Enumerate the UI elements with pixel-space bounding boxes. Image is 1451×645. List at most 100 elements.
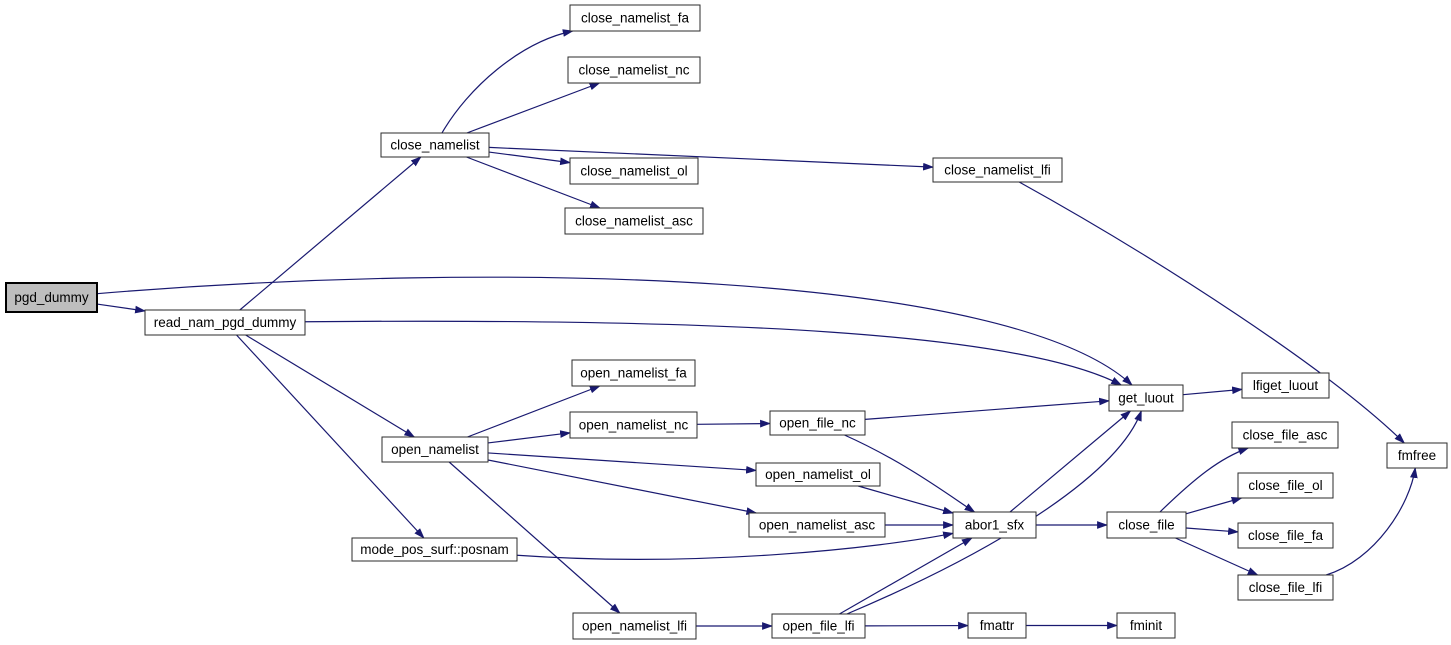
node-close_file_lfi[interactable]: close_file_lfi	[1237, 574, 1334, 601]
edge-open_namelist-to-open_namelist_nc	[487, 430, 572, 444]
node-box-close_namelist[interactable]	[380, 132, 490, 158]
edge-open_namelist_ol-to-abor1_sfx	[858, 485, 955, 515]
edge-pgd_dummy-to-read_nam_pgd_dummy	[96, 303, 147, 314]
node-open_file_nc[interactable]: open_file_nc	[769, 410, 866, 436]
node-label-fmfree: fmfree	[1398, 448, 1436, 463]
edge-abor1_sfx-to-get_luout	[1009, 410, 1132, 513]
node-label-close_namelist: close_namelist	[390, 138, 480, 153]
node-box-close_namelist_nc[interactable]	[567, 56, 701, 84]
node-label-close_file: close_file	[1118, 518, 1174, 533]
node-box-lfiget_luout[interactable]	[1241, 372, 1330, 399]
edge-open_namelist-to-open_namelist_fa	[467, 385, 601, 438]
node-box-close_file_ol[interactable]	[1237, 472, 1334, 499]
node-close_namelist_nc[interactable]: close_namelist_nc	[567, 56, 701, 84]
edge-pgd_dummy-to-get_luout	[96, 276, 1133, 386]
edge-open_namelist-to-open_namelist_ol	[487, 452, 758, 474]
node-box-fmattr[interactable]	[967, 612, 1027, 639]
edge-mode_pos_surf_posnam-to-abor1_sfx	[516, 531, 955, 560]
node-box-open_file_nc[interactable]	[769, 410, 866, 436]
node-close_file_asc[interactable]: close_file_asc	[1231, 421, 1339, 449]
node-close_file_fa[interactable]: close_file_fa	[1237, 522, 1334, 549]
node-close_namelist[interactable]: close_namelist	[380, 132, 490, 158]
node-pgd_dummy[interactable]: pgd_dummy	[5, 282, 98, 313]
node-fmattr[interactable]: fmattr	[967, 612, 1027, 639]
node-read_nam_pgd_dummy[interactable]: read_nam_pgd_dummy	[144, 309, 306, 336]
node-box-read_nam_pgd_dummy[interactable]	[144, 309, 306, 336]
node-box-open_namelist_fa[interactable]	[571, 359, 696, 387]
node-close_file_ol[interactable]: close_file_ol	[1237, 472, 1334, 499]
node-label-open_file_nc: open_file_nc	[779, 416, 856, 431]
node-get_luout[interactable]: get_luout	[1108, 384, 1184, 412]
node-label-mode_pos_surf_posnam: mode_pos_surf::posnam	[360, 542, 509, 557]
edge-close_namelist-to-close_namelist_lfi	[488, 146, 935, 171]
node-close_namelist_ol[interactable]: close_namelist_ol	[569, 157, 699, 185]
edge-close_namelist-to-close_namelist_nc	[466, 82, 601, 134]
node-abor1_sfx[interactable]: abor1_sfx	[952, 511, 1037, 539]
node-fmfree[interactable]: fmfree	[1386, 442, 1448, 469]
edge-close_namelist-to-close_namelist_ol	[488, 151, 572, 166]
node-box-open_namelist_nc[interactable]	[569, 411, 698, 439]
node-label-close_namelist_lfi: close_namelist_lfi	[944, 163, 1051, 178]
node-box-close_namelist_lfi[interactable]	[932, 157, 1063, 183]
edge-get_luout-to-lfiget_luout	[1182, 386, 1244, 396]
node-label-open_namelist_ol: open_namelist_ol	[765, 467, 871, 482]
edges-layer	[96, 29, 1418, 630]
node-open_namelist_lfi[interactable]: open_namelist_lfi	[572, 612, 697, 640]
edge-open_file_lfi-to-get_luout	[846, 409, 1142, 615]
node-box-close_file_fa[interactable]	[1237, 522, 1334, 549]
node-box-mode_pos_surf_posnam[interactable]	[351, 537, 518, 562]
edge-close_namelist_lfi-to-fmfree	[1018, 181, 1406, 444]
node-label-open_namelist: open_namelist	[391, 442, 479, 457]
nodes-layer: pgd_dummy read_nam_pgd_dummy close_namelis…	[5, 4, 1448, 640]
node-open_namelist_ol[interactable]: open_namelist_ol	[755, 462, 881, 487]
edge-read_nam_pgd_dummy-to-close_namelist	[239, 156, 422, 311]
node-box-get_luout[interactable]	[1108, 384, 1184, 412]
node-label-open_namelist_lfi: open_namelist_lfi	[582, 619, 687, 634]
node-label-open_file_lfi: open_file_lfi	[782, 619, 854, 634]
node-label-abor1_sfx: abor1_sfx	[965, 518, 1025, 533]
node-open_namelist_fa[interactable]: open_namelist_fa	[571, 359, 696, 387]
node-close_namelist_lfi[interactable]: close_namelist_lfi	[932, 157, 1063, 183]
edge-read_nam_pgd_dummy-to-mode_pos_surf_posnam	[236, 334, 425, 539]
node-box-abor1_sfx[interactable]	[952, 511, 1037, 539]
node-box-close_namelist_ol[interactable]	[569, 157, 699, 185]
node-box-open_namelist[interactable]	[381, 436, 489, 463]
node-mode_pos_surf_posnam[interactable]: mode_pos_surf::posnam	[351, 537, 518, 562]
node-box-close_namelist_fa[interactable]	[569, 4, 701, 32]
node-label-close_namelist_nc: close_namelist_nc	[578, 63, 689, 78]
edge-close_file-to-close_file_lfi	[1175, 537, 1259, 576]
node-box-close_file_lfi[interactable]	[1237, 574, 1334, 601]
node-box-open_namelist_ol[interactable]	[755, 462, 881, 487]
node-box-open_namelist_lfi[interactable]	[572, 612, 697, 640]
edge-open_file_nc-to-abor1_sfx	[844, 434, 976, 513]
edge-close_file_lfi-to-fmfree	[1326, 466, 1418, 576]
node-close_namelist_fa[interactable]: close_namelist_fa	[569, 4, 701, 32]
node-box-close_file_asc[interactable]	[1231, 421, 1339, 449]
node-fminit[interactable]: fminit	[1116, 612, 1176, 639]
node-close_file[interactable]: close_file	[1106, 511, 1187, 539]
node-box-close_namelist_asc[interactable]	[564, 207, 704, 235]
node-close_namelist_asc[interactable]: close_namelist_asc	[564, 207, 704, 235]
node-label-close_file_ol: close_file_ol	[1248, 478, 1322, 493]
edge-open_file_lfi-to-abor1_sfx	[839, 537, 973, 615]
node-label-read_nam_pgd_dummy: read_nam_pgd_dummy	[154, 315, 297, 330]
node-box-open_file_lfi[interactable]	[771, 613, 866, 639]
node-open_namelist_nc[interactable]: open_namelist_nc	[569, 411, 698, 439]
node-label-open_namelist_fa: open_namelist_fa	[580, 366, 687, 381]
node-label-close_namelist_asc: close_namelist_asc	[575, 214, 693, 229]
edge-open_namelist-to-open_namelist_lfi	[448, 461, 621, 614]
node-box-pgd_dummy[interactable]	[5, 282, 98, 313]
node-lfiget_luout[interactable]: lfiget_luout	[1241, 372, 1330, 399]
node-label-fminit: fminit	[1130, 618, 1163, 633]
node-box-fminit[interactable]	[1116, 612, 1176, 639]
node-box-fmfree[interactable]	[1386, 442, 1448, 469]
node-label-fmattr: fmattr	[980, 618, 1015, 633]
node-open_namelist_asc[interactable]: open_namelist_asc	[748, 512, 886, 538]
edge-close_file-to-close_file_fa	[1185, 527, 1240, 536]
edge-open_namelist_nc-to-open_file_nc	[696, 419, 772, 428]
node-box-open_namelist_asc[interactable]	[748, 512, 886, 538]
node-open_namelist[interactable]: open_namelist	[381, 436, 489, 463]
node-open_file_lfi[interactable]: open_file_lfi	[771, 613, 866, 639]
node-box-close_file[interactable]	[1106, 511, 1187, 539]
